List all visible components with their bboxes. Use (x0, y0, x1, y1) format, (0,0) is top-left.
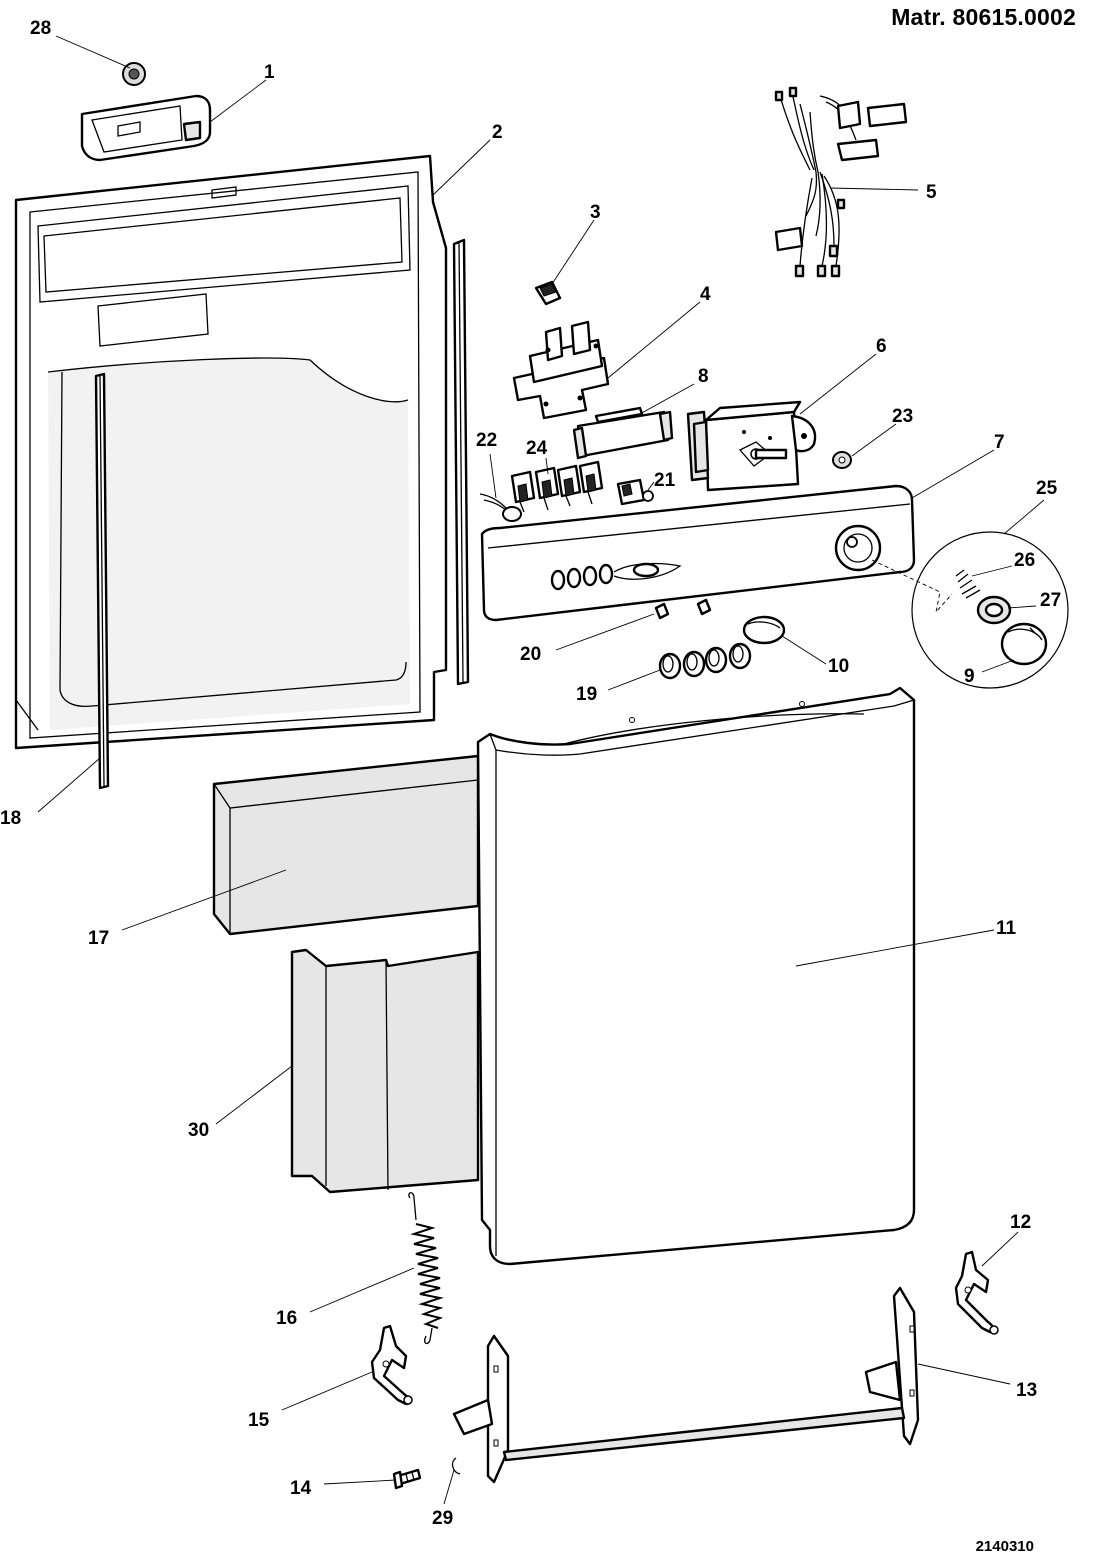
callout-3: 3 (590, 202, 601, 223)
wiring-harness (774, 86, 908, 278)
clip (451, 1457, 461, 1475)
washer (832, 451, 852, 469)
light-bulb (479, 493, 522, 522)
left-hinge (370, 1324, 413, 1406)
switch-bracket (512, 320, 610, 420)
insulation-lower (290, 948, 480, 1194)
insulation-upper (212, 754, 480, 936)
left-seal (94, 372, 110, 790)
knob-insert (976, 595, 1012, 625)
button (742, 615, 786, 645)
top-cover (80, 94, 212, 162)
pin (392, 1468, 422, 1490)
callout-12: 12 (1010, 1212, 1031, 1233)
callout-17: 17 (88, 928, 109, 949)
switch-holder (572, 406, 674, 460)
callout-18: 18 (0, 808, 21, 829)
callout-labels: 28 1 2 3 4 5 6 8 7 23 22 24 21 25 26 27 … (0, 18, 1061, 1529)
callout-27: 27 (1040, 590, 1061, 611)
callout-10: 10 (828, 656, 849, 677)
push-buttons (658, 642, 752, 680)
callout-20: 20 (520, 644, 541, 665)
callout-1: 1 (264, 62, 275, 83)
outer-door-panel (476, 686, 916, 1266)
callout-5: 5 (926, 182, 937, 203)
knob-spring (955, 569, 981, 599)
callout-28: 28 (30, 18, 51, 39)
material-number: Matr. 80615.0002 (891, 4, 1076, 30)
callout-22: 22 (476, 430, 497, 451)
timer-knob (1000, 622, 1048, 666)
callout-16: 16 (276, 1308, 297, 1329)
callout-15: 15 (248, 1410, 270, 1431)
callout-19: 19 (576, 684, 597, 705)
inner-door-panel (14, 154, 448, 750)
right-seal-strip (452, 238, 470, 686)
callout-26: 26 (1014, 550, 1035, 571)
callout-23: 23 (892, 406, 913, 427)
callout-4: 4 (700, 284, 711, 305)
callout-30: 30 (188, 1120, 209, 1141)
callout-21: 21 (654, 470, 676, 491)
callout-29: 29 (432, 1508, 453, 1529)
hinge-frame (452, 1286, 920, 1484)
callout-8: 8 (698, 366, 709, 387)
spring (408, 1192, 444, 1345)
drawing-code: 2140310 (975, 1538, 1034, 1555)
callout-9: 9 (964, 666, 975, 687)
leader-lines (37, 35, 1045, 1505)
knob-assembly (871, 531, 1069, 689)
lamp-holder (616, 478, 654, 506)
callout-6: 6 (876, 336, 887, 357)
callout-13: 13 (1016, 1380, 1037, 1401)
callout-25: 25 (1036, 478, 1058, 499)
indicator-lamps (654, 598, 712, 620)
right-hinge (954, 1250, 999, 1335)
small-switch (534, 280, 562, 306)
timer (686, 400, 817, 492)
screw-cap (122, 62, 146, 86)
control-panel (480, 484, 916, 622)
callout-11: 11 (996, 918, 1017, 939)
callout-2: 2 (492, 122, 503, 143)
push-switch-block (510, 460, 604, 513)
callout-7: 7 (994, 432, 1005, 453)
callout-24: 24 (526, 438, 548, 459)
callout-14: 14 (290, 1478, 312, 1499)
